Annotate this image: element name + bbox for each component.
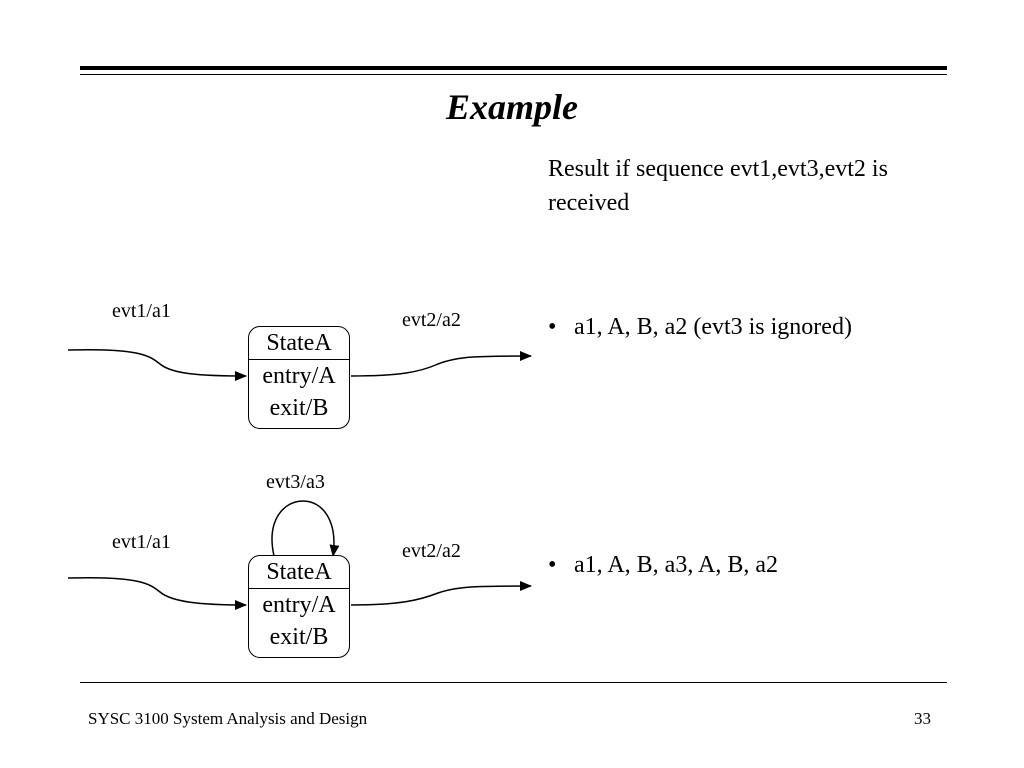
bullet-item-2: • a1, A, B, a3, A, B, a2: [548, 552, 778, 579]
state-entry-action: entry/A: [262, 592, 336, 618]
outgoing-label-2: evt2/a2: [402, 540, 461, 562]
outgoing-transition-2: [350, 581, 532, 606]
state-box-1: StateA entry/A exit/B: [248, 326, 350, 429]
state-name: StateA: [249, 556, 349, 589]
slide-title: Example: [446, 87, 578, 127]
bottom-rule: [80, 682, 947, 683]
incoming-transition-1: [67, 348, 247, 381]
bullet-marker: •: [548, 314, 557, 340]
top-rule-thin: [80, 74, 947, 75]
incoming-transition-2: [67, 576, 247, 610]
result-description: Result if sequence evt1,evt3,evt2 is rec…: [548, 156, 888, 216]
state-exit-action: exit/B: [269, 395, 329, 421]
incoming-label-1: evt1/a1: [112, 300, 171, 322]
bullet-marker: •: [548, 552, 557, 578]
page-number: 33: [914, 709, 931, 728]
self-transition-label-2: evt3/a3: [266, 471, 325, 493]
bullet-text: a1, A, B, a2 (evt3 is ignored): [574, 314, 852, 340]
self-transition-2: [271, 500, 340, 557]
outgoing-transition-1: [350, 351, 532, 377]
top-rule-thick: [80, 66, 947, 70]
state-exit-action: exit/B: [269, 624, 329, 650]
state-entry-action: entry/A: [262, 363, 336, 389]
state-name: StateA: [249, 327, 349, 360]
bullet-text: a1, A, B, a3, A, B, a2: [574, 552, 778, 578]
bullet-item-1: • a1, A, B, a2 (evt3 is ignored): [548, 314, 852, 341]
state-box-2: StateA entry/A exit/B: [248, 555, 350, 658]
incoming-label-2: evt1/a1: [112, 531, 171, 553]
footer-course-title: SYSC 3100 System Analysis and Design: [88, 709, 368, 728]
outgoing-label-1: evt2/a2: [402, 309, 461, 331]
